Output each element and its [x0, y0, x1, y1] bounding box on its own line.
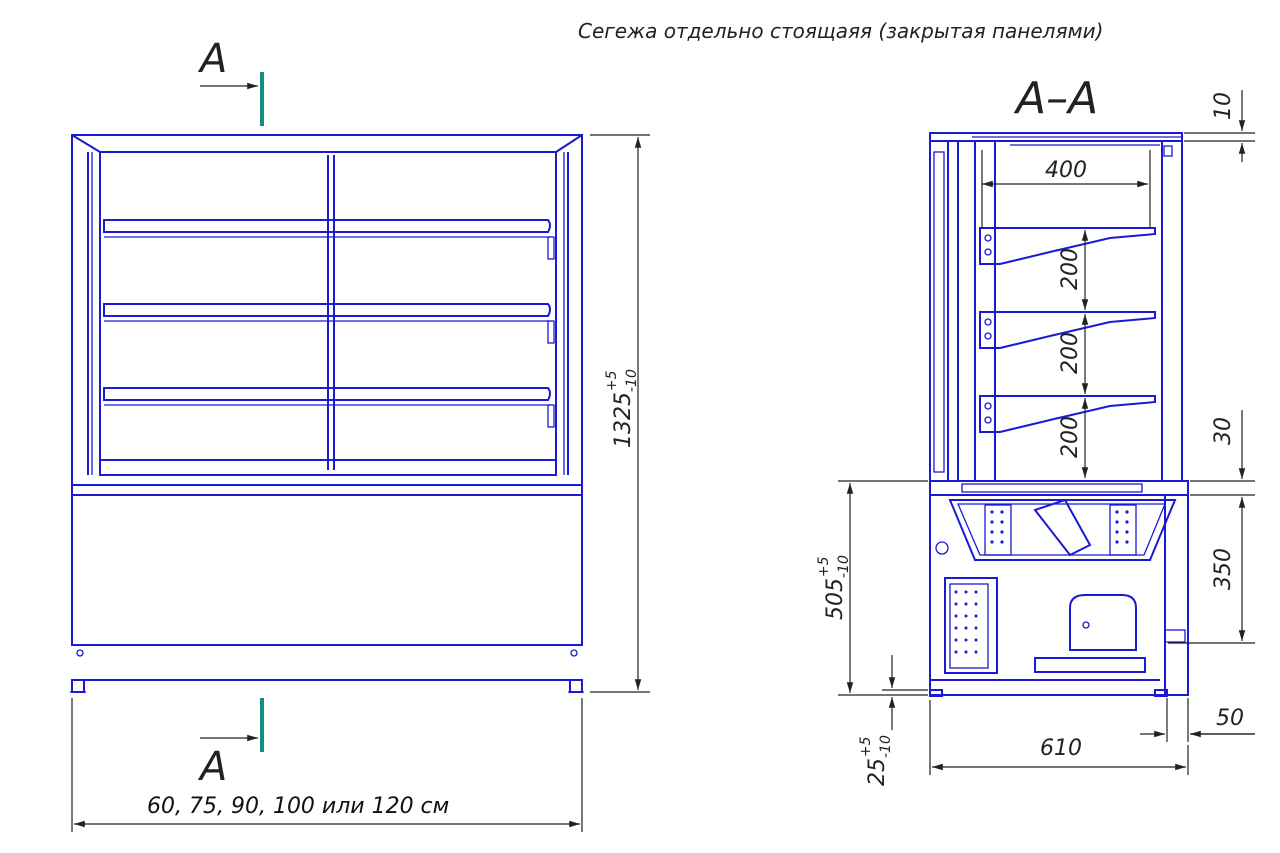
deck-value: 30 [1211, 417, 1236, 445]
base-height-upper-tolerance: +5 [816, 556, 832, 577]
shelf-1 [979, 227, 1156, 265]
dimension-depth: 610 [929, 700, 1189, 775]
shelf-gap-3-value: 200 [1058, 416, 1083, 458]
front-width-label: 60, 75, 90, 100 или 120 см [147, 794, 449, 819]
top-thickness-value: 10 [1211, 92, 1236, 120]
section-marker-bottom-label: A [197, 744, 227, 790]
shelf-3 [979, 395, 1156, 433]
section-marker-bottom: A [197, 698, 264, 790]
section-marker-top: A [197, 36, 264, 126]
shelf-depth-value: 400 [1045, 158, 1087, 183]
front-view [70, 134, 584, 693]
drawing-title: Сегежа отдельно стоящаяя (закрытая панел… [578, 19, 1103, 43]
dimension-lower-unit: 350 [1168, 497, 1255, 644]
svg-text:1325-10+5: 1325-10+5 [604, 369, 640, 448]
dimension-front-width: 60, 75, 90, 100 или 120 см [71, 698, 583, 832]
dimension-shelf-gaps: 200 200 200 [1058, 230, 1089, 478]
total-height-lower-tolerance: -10 [624, 369, 640, 392]
dimension-foot-height: 25-10+5 [858, 655, 928, 786]
svg-text:25-10+5: 25-10+5 [858, 735, 894, 786]
section-title: A–A [1013, 73, 1098, 124]
shelf-gap-2-value: 200 [1058, 332, 1083, 374]
shelf-2 [979, 311, 1156, 349]
overhang-value: 50 [1216, 706, 1244, 731]
section-marker-top-label: A [197, 36, 227, 82]
dimension-total-height: 1325-10+5 [590, 134, 650, 693]
depth-value: 610 [1040, 736, 1082, 761]
condenser-grid [954, 590, 978, 654]
lower-unit-value: 350 [1211, 548, 1236, 590]
base-height-value: 505 [823, 578, 848, 620]
svg-text:505-10+5: 505-10+5 [816, 555, 852, 620]
shelf-gap-1-value: 200 [1058, 248, 1083, 290]
foot-height-upper-tolerance: +5 [858, 736, 874, 757]
total-height-upper-tolerance: +5 [604, 370, 620, 391]
fan-vent-right [1115, 510, 1129, 544]
dimension-shelf-depth: 400 [981, 150, 1151, 228]
fan-vent-left [990, 510, 1004, 544]
section-view [929, 132, 1189, 697]
dimension-base-height: 505-10+5 [816, 480, 928, 696]
dimension-top-thickness: 10 [1184, 90, 1255, 162]
total-height-value: 1325 [611, 392, 636, 448]
dimension-overhang: 50 [1140, 698, 1255, 742]
foot-height-value: 25 [865, 758, 890, 786]
foot-height-lower-tolerance: -10 [878, 735, 894, 758]
base-height-lower-tolerance: -10 [836, 555, 852, 578]
dimension-deck: 30 [1190, 410, 1255, 496]
